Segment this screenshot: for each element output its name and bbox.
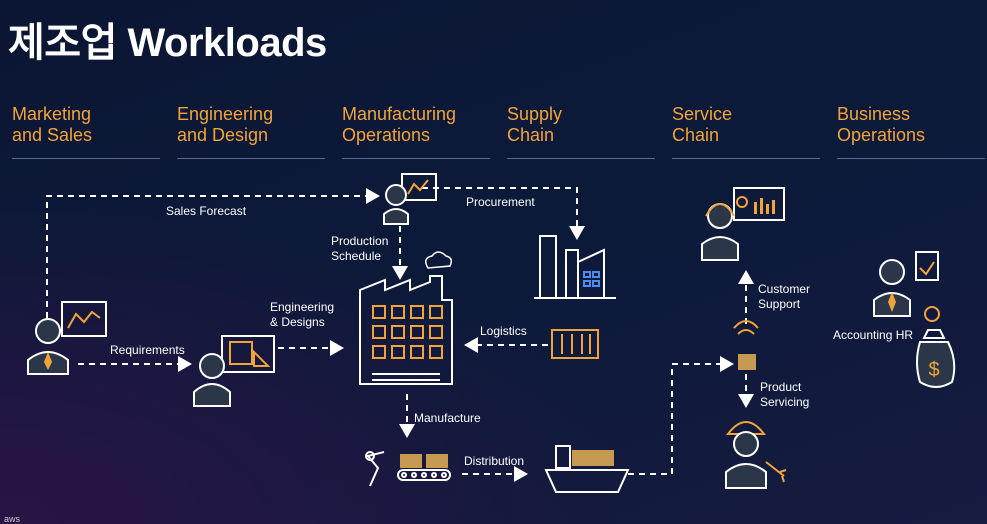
customer-support-label: Customer Support — [758, 282, 811, 311]
logistics-label: Logistics — [480, 324, 527, 338]
accountant-icon — [873, 251, 939, 317]
factory-icon — [359, 251, 453, 385]
sales-analyst-icon — [27, 301, 107, 375]
planner-icon — [383, 173, 437, 225]
sales-forecast-arrow — [46, 188, 380, 318]
procurement-arrow — [422, 187, 585, 240]
column-label: Engineering and Design — [177, 104, 274, 145]
procurement-label: Procurement — [466, 195, 535, 209]
accounting-hr-label: Accounting HR — [833, 328, 914, 342]
svg-text:$: $ — [928, 359, 939, 381]
requirements-label: Requirements — [110, 343, 185, 357]
production-schedule-label: Production Schedule — [331, 234, 389, 263]
page-title: 제조업 Workloads — [8, 21, 327, 65]
shipping-route-arrow — [628, 356, 734, 475]
column-label: Marketing and Sales — [12, 104, 93, 145]
sales-forecast-label: Sales Forecast — [166, 204, 247, 218]
product-servicing-label: Product Servicing — [760, 380, 810, 409]
support-agent-icon — [701, 187, 785, 261]
column-label: Supply Chain — [507, 104, 563, 145]
column-business-operations: Business Operations — [837, 104, 985, 159]
robot-conveyor-icon — [365, 451, 451, 487]
column-marketing-sales: Marketing and Sales — [12, 104, 160, 159]
aws-logo: aws — [4, 514, 21, 524]
engineering-designs-label: Engineering & Designs — [270, 300, 335, 329]
column-label: Service Chain — [672, 104, 733, 145]
column-label: Manufacturing Operations — [342, 104, 457, 145]
column-label: Business Operations — [837, 104, 926, 145]
container-icon — [551, 329, 599, 359]
column-supply-chain: Supply Chain — [507, 104, 655, 159]
column-manufacturing-operations: Manufacturing Operations — [342, 104, 490, 159]
supplier-plant-icon — [534, 235, 616, 299]
distribution-label: Distribution — [464, 454, 525, 468]
column-engineering-design: Engineering and Design — [177, 104, 325, 159]
money-bag-icon: $ — [916, 306, 956, 388]
cargo-ship-icon — [544, 445, 630, 493]
engineer-icon — [193, 335, 275, 407]
technician-icon — [725, 421, 787, 489]
connected-package-icon — [733, 320, 759, 370]
manufacture-label: Manufacture — [414, 411, 481, 425]
column-service-chain: Service Chain — [672, 104, 820, 159]
